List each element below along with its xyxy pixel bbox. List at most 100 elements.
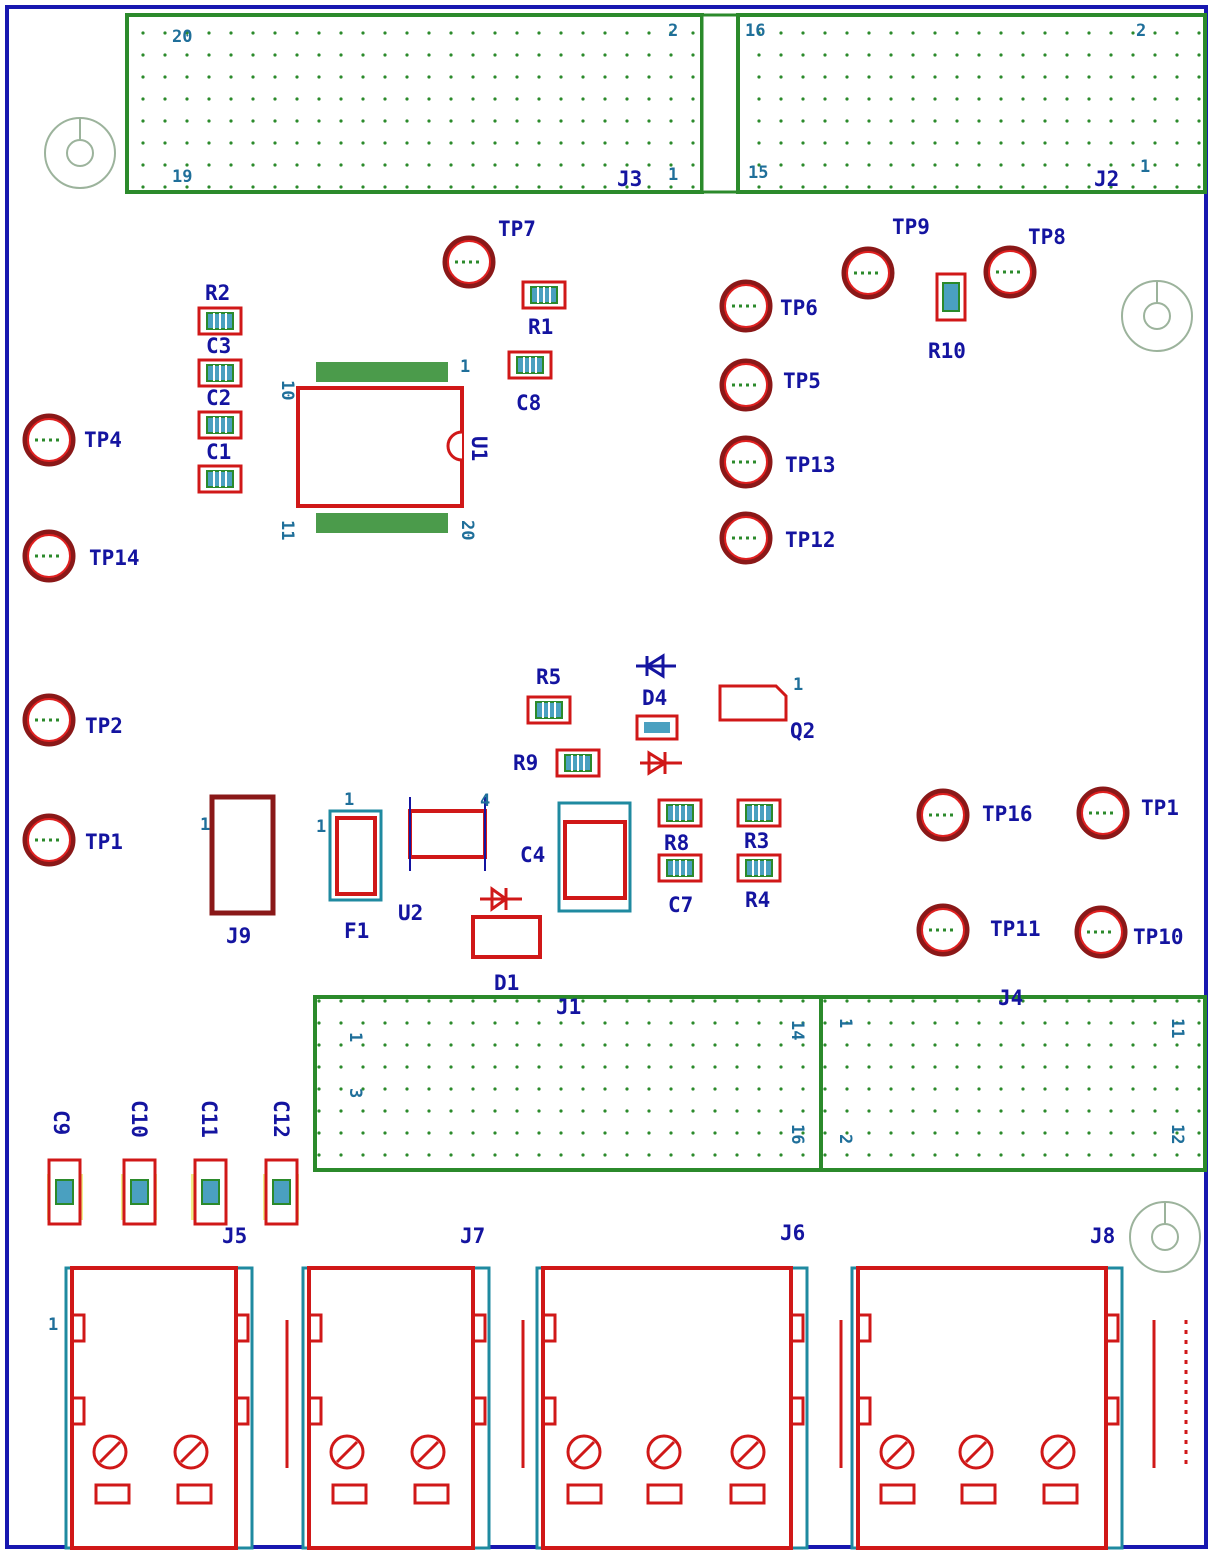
svg-text:C3: C3: [206, 334, 231, 358]
test-point-tp6: TP6: [722, 282, 818, 330]
svg-text:TP8: TP8: [1028, 225, 1066, 249]
resistor-r10: R10: [928, 272, 967, 363]
svg-text:R5: R5: [536, 665, 561, 689]
ic-u1: 10 1 11 20 U1: [277, 357, 491, 540]
test-point-tp10: TP10: [1077, 908, 1184, 956]
resistor-r2: R2: [197, 281, 243, 336]
diode-d4: D4: [635, 653, 679, 741]
test-point-tp14: TP14: [25, 532, 140, 580]
svg-text:C11: C11: [197, 1100, 221, 1138]
svg-text:TP16: TP16: [982, 802, 1033, 826]
svg-text:TP13: TP13: [785, 453, 836, 477]
svg-text:1: 1: [200, 815, 210, 835]
diode-small: [640, 750, 682, 776]
svg-text:J4: J4: [998, 986, 1023, 1010]
svg-text:D4: D4: [642, 686, 667, 710]
j2-pin-2: 2: [1136, 21, 1146, 41]
svg-text:16: 16: [787, 1124, 807, 1144]
svg-text:J5: J5: [222, 1224, 247, 1248]
test-point-tp8: TP8: [986, 225, 1066, 296]
svg-text:1: 1: [48, 1315, 58, 1335]
svg-text:14: 14: [787, 1020, 807, 1040]
svg-text:TP12: TP12: [785, 528, 836, 552]
svg-text:U2: U2: [398, 901, 423, 925]
svg-text:TP9: TP9: [892, 215, 930, 239]
svg-text:TP14: TP14: [89, 546, 140, 570]
resistor-r3: R3: [736, 798, 782, 853]
svg-text:R8: R8: [664, 831, 689, 855]
svg-text:TP7: TP7: [498, 217, 536, 241]
capacitor-c12: C12: [263, 1100, 299, 1226]
svg-text:TP4: TP4: [84, 428, 122, 452]
svg-text:C9: C9: [49, 1110, 73, 1135]
svg-text:1: 1: [835, 1018, 855, 1028]
svg-text:R1: R1: [528, 315, 553, 339]
capacitor-c3: C3: [197, 334, 243, 388]
svg-text:3: 3: [345, 1088, 365, 1098]
svg-text:R3: R3: [744, 829, 769, 853]
capacitor-c10: C10: [121, 1100, 157, 1226]
svg-text:R10: R10: [928, 339, 966, 363]
j3-pin-19: 19: [172, 167, 192, 187]
svg-text:TP1: TP1: [1141, 796, 1179, 820]
u1-pin-10: 10: [277, 380, 297, 400]
u1-label: U1: [467, 436, 491, 461]
resistor-r1: R1: [521, 280, 567, 339]
svg-text:J7: J7: [460, 1224, 485, 1248]
resistor-r4: R4: [736, 853, 782, 912]
capacitor-c1: C1: [197, 440, 243, 494]
test-point-tp7: TP7: [445, 217, 536, 286]
j2-label: J2: [1094, 167, 1119, 191]
terminal-block-j5: J5 1: [48, 1224, 289, 1550]
svg-text:C1: C1: [206, 440, 231, 464]
regulator-u2: 1 4 U2: [344, 790, 490, 925]
svg-text:1: 1: [316, 817, 326, 837]
j2-pin-1: 1: [1140, 157, 1150, 177]
fuse-f1: 1 F1: [316, 809, 383, 943]
u1-pin-1: 1: [460, 357, 470, 377]
test-point-tp11: TP11: [919, 906, 1041, 954]
svg-text:2: 2: [835, 1134, 855, 1144]
capacitor-c2: C2: [197, 386, 243, 440]
terminal-block-j6: J6: [535, 1221, 843, 1550]
svg-text:TP10: TP10: [1133, 925, 1184, 949]
svg-text:R9: R9: [513, 751, 538, 775]
u1-pin-11: 11: [277, 520, 297, 540]
svg-text:C7: C7: [668, 893, 693, 917]
svg-text:J9: J9: [226, 924, 251, 948]
svg-text:F1: F1: [344, 919, 369, 943]
svg-text:C4: C4: [520, 843, 545, 867]
connector-j2: 16 2 15 1 J2: [736, 13, 1207, 194]
test-point-tp4: TP4: [25, 416, 122, 464]
u1-pin-20: 20: [457, 520, 477, 540]
capacitor-c7: C7: [657, 853, 703, 917]
diode-d1: D1: [471, 886, 542, 995]
svg-text:D1: D1: [494, 971, 519, 995]
svg-text:J6: J6: [780, 1221, 805, 1245]
capacitor-c11: C11: [191, 1100, 228, 1226]
svg-text:TP6: TP6: [780, 296, 818, 320]
svg-text:1: 1: [344, 790, 354, 810]
svg-text:J8: J8: [1090, 1224, 1115, 1248]
test-point-tp13: TP13: [722, 438, 836, 486]
jumper-j9: 1 J9: [200, 794, 276, 948]
svg-text:1: 1: [793, 675, 803, 695]
connector-j3: 20 2 19 1 J3: [125, 13, 704, 194]
capacitor-c9: C9: [47, 1110, 83, 1226]
j3-pin-1: 1: [668, 165, 678, 185]
test-point-tp2: TP2: [25, 696, 123, 744]
capacitor-c4: C4: [520, 801, 632, 913]
test-point-tp12: TP12: [722, 514, 836, 562]
j2-pin-16: 16: [745, 21, 765, 41]
svg-text:TP5: TP5: [783, 369, 821, 393]
svg-text:TP1: TP1: [85, 830, 123, 854]
svg-text:C8: C8: [516, 391, 541, 415]
j3-label: J3: [617, 167, 642, 191]
svg-text:R2: R2: [205, 281, 230, 305]
terminal-block-j8: J8: [850, 1224, 1188, 1550]
test-point-tp9: TP9: [844, 215, 930, 297]
svg-text:C12: C12: [269, 1100, 293, 1138]
test-point-tp1b: TP1: [1079, 789, 1179, 837]
connector-gap: [700, 13, 740, 194]
